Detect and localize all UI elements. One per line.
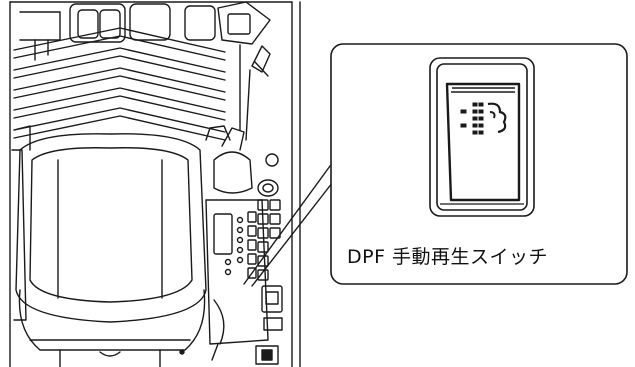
- dpf-switch-caption: DPF 手動再生スイッチ: [347, 246, 549, 268]
- monitor-unit: [217, 1, 271, 141]
- operator-seat: [15, 133, 207, 367]
- dpf-regeneration-icon: [460, 102, 507, 135]
- floor-slats: [13, 27, 226, 141]
- dashboard-top: [19, 3, 216, 61]
- dpf-switch[interactable]: [429, 57, 535, 217]
- right-console: [179, 125, 283, 365]
- leader-line: [243, 165, 337, 287]
- left-armrest: [11, 125, 31, 321]
- callout-box: [330, 43, 628, 285]
